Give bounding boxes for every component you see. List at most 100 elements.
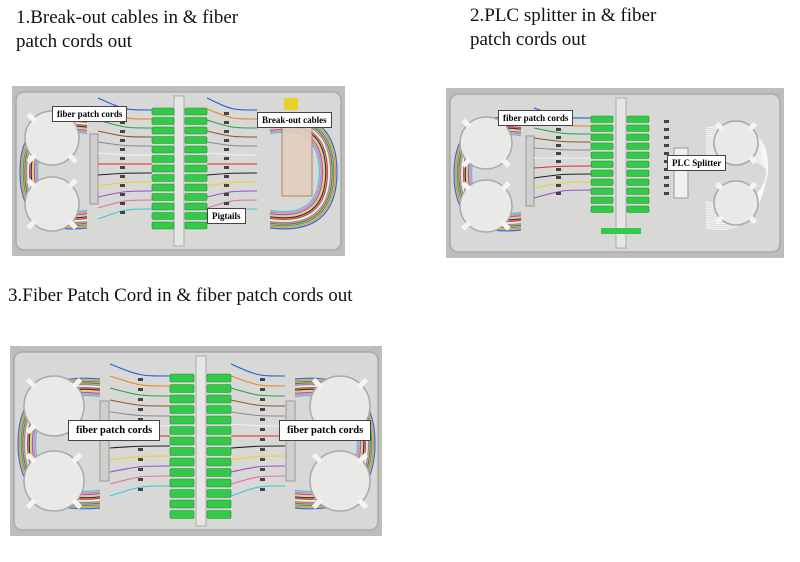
- fiber-strand: [109, 475, 171, 485]
- fiber-spool: [713, 180, 759, 226]
- fiber-patch-cords-label: fiber patch cords: [498, 110, 574, 126]
- sc-apc-adapter: [169, 436, 195, 446]
- spool-retainer-tab: [67, 219, 78, 230]
- section-2-caption: 2.PLC splitter in & fiber patch cords ou…: [470, 5, 657, 50]
- sc-apc-adapter: [169, 447, 195, 456]
- fiber-strand: [206, 108, 258, 120]
- cable-guide: [89, 133, 99, 205]
- sc-apc-adapter: [169, 405, 195, 414]
- sc-apc-adapter: [151, 193, 175, 201]
- fiber-strand: [206, 141, 258, 147]
- spool-retainer-tab: [311, 498, 323, 510]
- fiber-clip: [138, 478, 143, 481]
- fiber-strand: [230, 485, 286, 497]
- spool-retainer-tab: [25, 377, 37, 389]
- fiber-patch-cords-label: fiber patch cords: [52, 106, 128, 122]
- sc-apc-adapter: [626, 178, 650, 186]
- sc-apc-adapter: [169, 373, 195, 383]
- fiber-strand: [533, 173, 592, 179]
- fiber-strand: [97, 181, 153, 187]
- spool-retainer-tab: [357, 377, 369, 389]
- fiber-patch-cords-out-label: fiber patch cords: [279, 420, 372, 441]
- fiber-clip: [120, 157, 125, 160]
- fiber-strand: [97, 141, 153, 147]
- sc-apc-adapter: [151, 136, 175, 144]
- fiber-strand: [206, 130, 258, 138]
- spool-retainer-tab: [461, 220, 472, 231]
- sc-apc-adapter: [151, 107, 175, 116]
- fiber-spool: [309, 450, 371, 512]
- fiber-clip: [664, 152, 669, 155]
- sc-apc-adapter: [169, 394, 195, 404]
- fiber-strand: [109, 387, 171, 397]
- sc-apc-adapter: [184, 212, 208, 220]
- section-1-caption: 1.Break-out cables in & fiber patch cord…: [16, 7, 239, 52]
- fiber-clip: [664, 120, 669, 123]
- sc-apc-adapter: [169, 478, 195, 488]
- fiber-strand: [230, 399, 286, 407]
- sc-apc-adapter: [626, 205, 650, 213]
- sc-apc-adapter: [151, 164, 175, 173]
- tray-body: [449, 93, 781, 253]
- fiber-clip: [224, 139, 229, 142]
- fiber-clip: [120, 193, 125, 196]
- fiber-strand: [533, 189, 592, 199]
- fiber-strand: [109, 363, 171, 377]
- fiber-strand: [533, 181, 592, 189]
- fiber-strand: [206, 172, 258, 176]
- fiber-spool: [23, 450, 85, 512]
- fiber-clip: [224, 202, 229, 205]
- sc-apc-adapter: [169, 384, 195, 393]
- divider-rail: [173, 95, 185, 247]
- fiber-clip: [260, 478, 265, 481]
- spool-retainer-tab: [461, 157, 472, 168]
- fiber-clip: [120, 166, 125, 169]
- sc-apc-adapter: [184, 174, 208, 182]
- fiber-strand: [109, 465, 171, 473]
- fiber-clip: [138, 388, 143, 391]
- fiber-clip: [556, 152, 561, 155]
- sc-apc-adapter: [590, 187, 614, 195]
- spool-retainer-tab: [714, 181, 724, 191]
- fiber-clip: [138, 448, 143, 451]
- fiber-strand: [109, 455, 171, 461]
- cable-guide: [525, 135, 535, 207]
- sc-apc-adapter: [626, 115, 650, 123]
- fiber-strand: [109, 399, 171, 407]
- sc-apc-adapter: [169, 468, 195, 477]
- fiber-clip: [260, 408, 265, 411]
- fiber-clip: [224, 112, 229, 115]
- fiber-spool: [24, 176, 80, 232]
- fiber-strand: [533, 137, 592, 143]
- fiber-spool: [459, 179, 513, 233]
- fiber-strand: [230, 411, 286, 417]
- fiber-clip: [260, 458, 265, 461]
- fiber-clip: [664, 160, 669, 163]
- sc-apc-adapter: [184, 145, 208, 154]
- fiber-clip: [224, 148, 229, 151]
- spool-retainer-tab: [311, 452, 323, 464]
- sc-apc-adapter: [626, 124, 650, 132]
- fiber-strand: [230, 475, 286, 485]
- spool-retainer-tab: [748, 181, 758, 191]
- fiber-clip: [664, 192, 669, 195]
- fiber-strand: [230, 423, 286, 427]
- fiber-strand: [97, 172, 153, 176]
- sc-apc-adapter: [590, 115, 614, 123]
- sc-apc-adapter: [184, 193, 208, 201]
- sc-apc-adapter: [151, 117, 175, 125]
- fiber-clip: [120, 148, 125, 151]
- fiber-clip: [224, 130, 229, 133]
- sc-apc-adapter: [206, 468, 232, 477]
- sc-apc-adapter: [151, 212, 175, 220]
- sc-apc-adapter: [184, 136, 208, 144]
- sc-apc-adapter: [151, 174, 175, 182]
- plc-splitter-label: PLC Splitter: [667, 155, 727, 171]
- sc-apc-adapter: [184, 126, 208, 135]
- sc-apc-adapter: [590, 124, 614, 132]
- sc-apc-adapter: [169, 510, 195, 519]
- spool-retainer-tab: [25, 498, 37, 510]
- sc-apc-adapter: [206, 405, 232, 414]
- fiber-clip: [664, 128, 669, 131]
- fiber-clip: [260, 488, 265, 491]
